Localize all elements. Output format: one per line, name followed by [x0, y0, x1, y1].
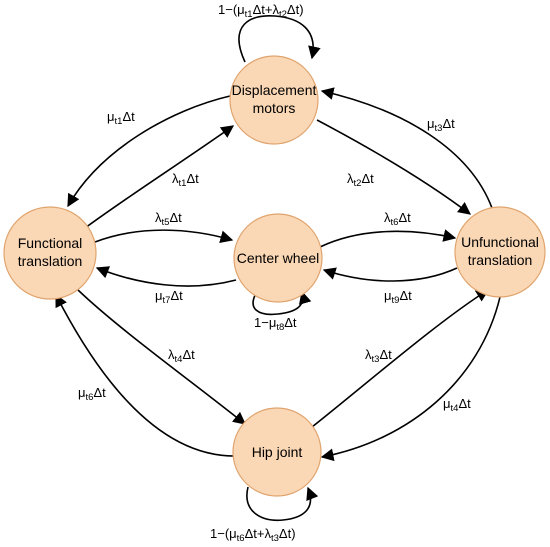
label-center-self: 1−μt8Δt	[254, 315, 297, 333]
label-func-to-disp: λt1Δt	[172, 171, 199, 189]
edge-hip-to-unfunctional	[311, 289, 490, 428]
edge-hip-self	[246, 486, 319, 522]
node-functional-line1: Functional	[18, 235, 83, 251]
node-center-label: Center wheel	[237, 250, 320, 266]
label-hip-self: 1−(μt6Δt+λt3Δt)	[210, 526, 296, 544]
label-disp-to-unfunc: λt2Δt	[347, 171, 374, 189]
edge-center-self	[252, 289, 312, 316]
node-functional-translation: Functional translation	[3, 206, 97, 300]
node-unfunctional-line2: translation	[468, 252, 533, 268]
edge-unfunctional-to-center	[322, 267, 458, 282]
label-hip-to-unfunc: λt3Δt	[365, 347, 392, 365]
node-center-wheel: Center wheel	[233, 213, 323, 303]
edge-displacement-to-unfunctional	[316, 119, 472, 215]
node-hip-label: Hip joint	[252, 444, 303, 460]
node-displacement-line1: Displacement	[232, 82, 317, 98]
label-unfunc-to-disp: μt3Δt	[427, 116, 455, 134]
rate-labels: 1−(μt1Δt+λt2Δt) μt1Δt λt1Δt λt2Δt μt3Δt …	[78, 2, 471, 544]
edge-functional-to-center	[94, 229, 234, 243]
label-center-to-unfunc: λt6Δt	[384, 210, 411, 228]
node-unfunctional-translation: Unfunctional translation	[454, 206, 546, 298]
edge-functional-to-hip	[77, 289, 246, 425]
edge-displacement-self	[238, 15, 321, 63]
label-unfunc-to-center: μt9Δt	[384, 288, 412, 306]
label-center-to-func: μt7Δt	[155, 288, 183, 306]
label-unfunc-to-hip: μt4Δt	[443, 396, 471, 414]
label-disp-self: 1−(μt1Δt+λt2Δt)	[218, 2, 304, 20]
node-displacement-line2: motors	[253, 100, 296, 116]
label-disp-to-func: μt1Δt	[107, 109, 135, 127]
label-func-to-center: λt5Δt	[155, 210, 182, 228]
edge-center-to-functional	[95, 266, 237, 287]
node-functional-line2: translation	[18, 253, 83, 269]
edge-center-to-unfunctional	[319, 229, 457, 248]
label-func-to-hip: λt4Δt	[168, 347, 195, 365]
node-displacement-motors: Displacement motors	[229, 55, 319, 145]
node-hip-joint: Hip joint	[232, 407, 322, 497]
label-hip-to-func: μt6Δt	[78, 385, 106, 403]
node-unfunctional-line1: Unfunctional	[461, 234, 539, 250]
edges	[55, 15, 501, 522]
edge-functional-to-displacement	[84, 125, 235, 229]
edge-hip-to-functional	[55, 293, 239, 457]
edge-unfunctional-to-displacement	[320, 87, 493, 209]
edge-unfunctional-to-hip	[320, 296, 501, 462]
nodes: Displacement motors Functional translati…	[3, 55, 546, 497]
edge-displacement-to-functional	[67, 95, 231, 208]
